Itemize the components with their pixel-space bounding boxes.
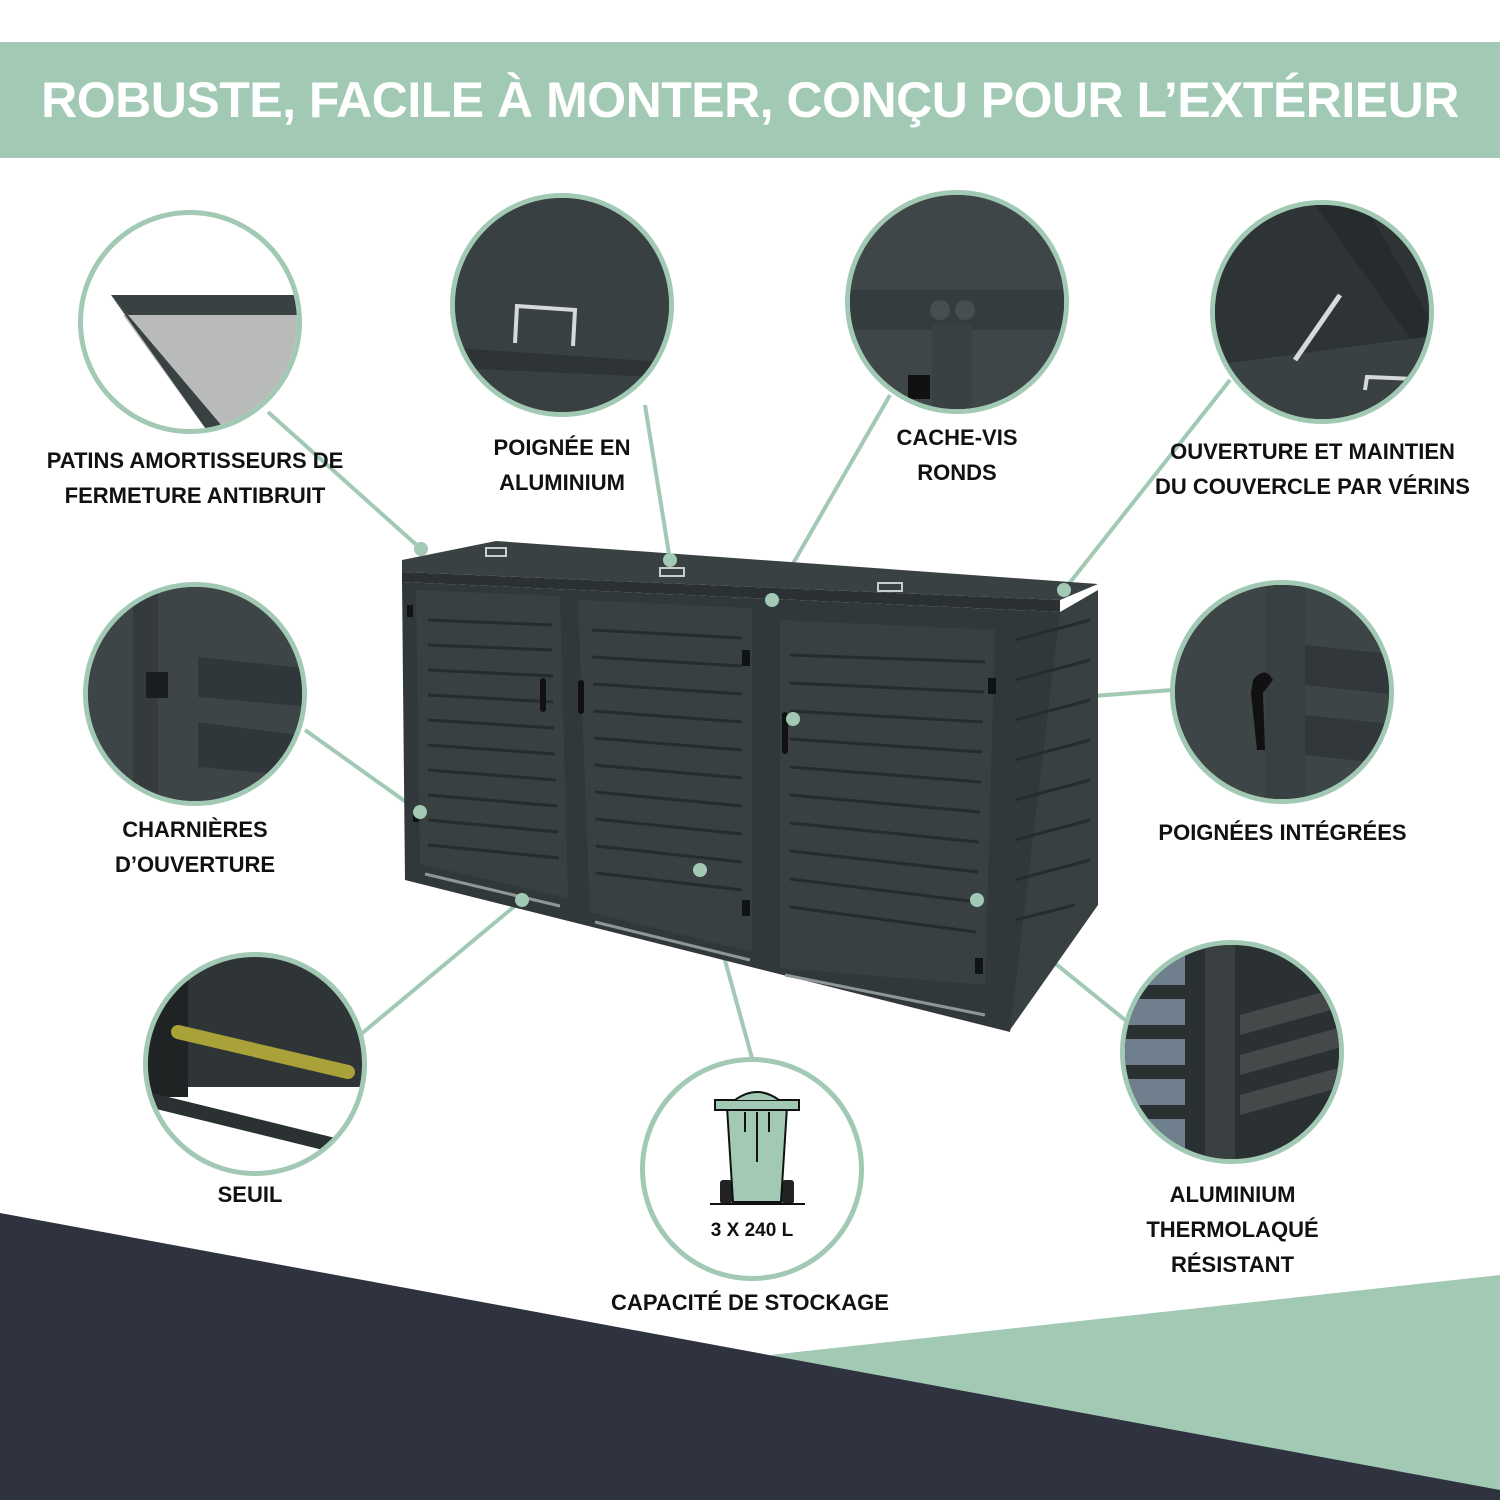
closeup-capacite: 3 X 240 L: [640, 1057, 864, 1281]
label-poignee-aluminium: POIGNÉE EN ALUMINIUM: [493, 435, 631, 495]
label-seuil: SEUIL: [217, 1182, 283, 1207]
closeup-seuil: [143, 952, 367, 1176]
door-middle: [578, 600, 752, 952]
shelter-lid: [402, 541, 1098, 600]
navy-triangle-shape: [0, 1213, 1500, 1500]
bin-shelter: [402, 541, 1098, 1032]
hinge-closeup-icon: [88, 587, 302, 801]
gas-strut-closeup-icon: [1215, 205, 1429, 419]
connector-dots: [413, 542, 1071, 907]
label-charnieres: CHARNIÈRES D’OUVERTURE: [114, 817, 276, 877]
closeup-poignees-integrees: [1170, 580, 1394, 804]
wheelie-bin-icon: [710, 1091, 805, 1205]
closeup-aluminium: [1120, 940, 1344, 1164]
closeup-poignee-aluminium: [450, 193, 674, 417]
header-banner: ROBUSTE, FACILE À MONTER, CONÇU POUR L’E…: [0, 42, 1500, 158]
threshold-closeup-icon: [148, 957, 362, 1160]
green-triangle-shape: [770, 1275, 1500, 1500]
lid-frame-closeup-icon: [111, 295, 297, 429]
label-cache-vis: CACHE-VIS RONDS: [896, 425, 1018, 485]
door-handle-closeup-icon: [1175, 585, 1389, 799]
label-verins: OUVERTURE ET MAINTIEN DU COUVERCLE PAR V…: [1155, 439, 1470, 499]
louvre-panel-closeup-icon: [1125, 945, 1339, 1159]
closeup-cache-vis: [845, 190, 1069, 414]
capacity-value: 3 X 240 L: [710, 1220, 794, 1241]
closeup-charnieres: [83, 582, 307, 806]
banner-title: ROBUSTE, FACILE À MONTER, CONÇU POUR L’E…: [41, 72, 1459, 128]
closeup-verins: [1210, 200, 1434, 424]
label-patins: PATINS AMORTISSEURS DE FERMETURE ANTIBRU…: [46, 448, 344, 508]
closeup-patins: [78, 210, 302, 434]
label-aluminium: ALUMINIUM THERMOLAQUÉ RÉSISTANT: [1146, 1182, 1319, 1277]
lid-handle-closeup-icon: [455, 198, 669, 412]
screw-cover-closeup-icon: [850, 195, 1064, 409]
label-poignees-integrees: POIGNÉES INTÉGRÉES: [1158, 820, 1407, 845]
label-capacite: CAPACITÉ DE STOCKAGE: [611, 1290, 889, 1315]
